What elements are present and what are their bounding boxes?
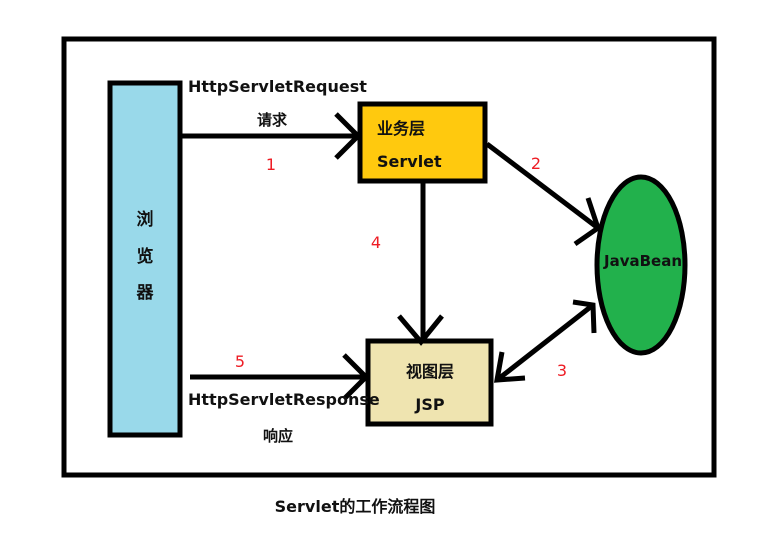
browser-label-char-1: 浏 (137, 209, 154, 230)
step-number-4: 4 (371, 233, 381, 252)
browser-box (107, 80, 183, 438)
step-number-3: 3 (557, 361, 567, 380)
browser-label-char-3: 器 (136, 283, 155, 303)
request-arrow (180, 112, 362, 160)
request-sublabel: 请求 (257, 111, 288, 129)
diagram-caption: Servlet的工作流程图 (275, 497, 436, 516)
javabean-label: JavaBean (603, 252, 682, 270)
response-arrow (190, 353, 370, 401)
servlet-to-jsp-arrow (397, 183, 444, 346)
servlet-box (357, 101, 488, 184)
servlet-to-javabean-arrow (485, 142, 601, 247)
response-label: HttpServletResponse (188, 390, 380, 409)
step-number-5: 5 (235, 352, 245, 371)
jsp-javabean-bidirectional-arrow (493, 299, 597, 383)
servlet-label-name: Servlet (377, 152, 442, 171)
request-label: HttpServletRequest (188, 77, 367, 96)
response-sublabel: 响应 (263, 427, 293, 445)
jsp-label-layer: 视图层 (406, 362, 454, 381)
browser-label-char-2: 览 (137, 246, 154, 267)
servlet-label-layer: 业务层 (377, 119, 425, 138)
step-number-2: 2 (531, 154, 541, 173)
jsp-label-name: JSP (414, 395, 444, 414)
javabean-ellipse (594, 174, 688, 356)
step-number-1: 1 (266, 155, 276, 174)
jsp-box (365, 338, 494, 427)
